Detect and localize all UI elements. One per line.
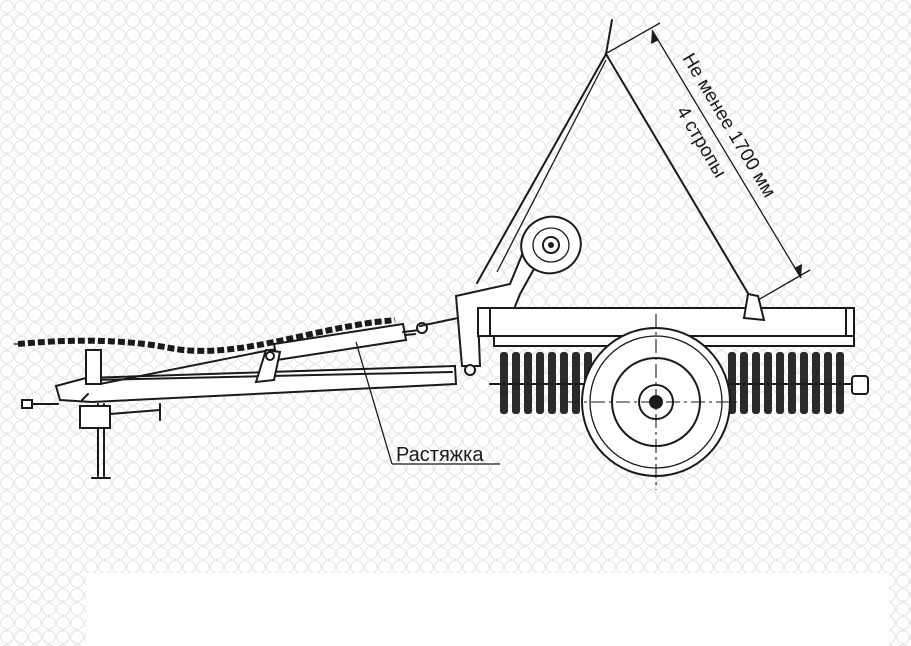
lifting-slings <box>476 19 753 301</box>
drawbar <box>21 333 458 409</box>
transport-wheel-small <box>520 215 582 275</box>
brace-leader-line <box>355 341 393 465</box>
blank-caption-panel <box>86 573 889 646</box>
transport-wheel-main <box>566 314 746 490</box>
hydraulic-cylinder <box>254 322 428 384</box>
hydraulic-hose <box>17 317 396 354</box>
jack-stand <box>79 393 161 479</box>
brace-label: Растяжка <box>396 444 484 466</box>
dimension-line <box>606 22 811 301</box>
